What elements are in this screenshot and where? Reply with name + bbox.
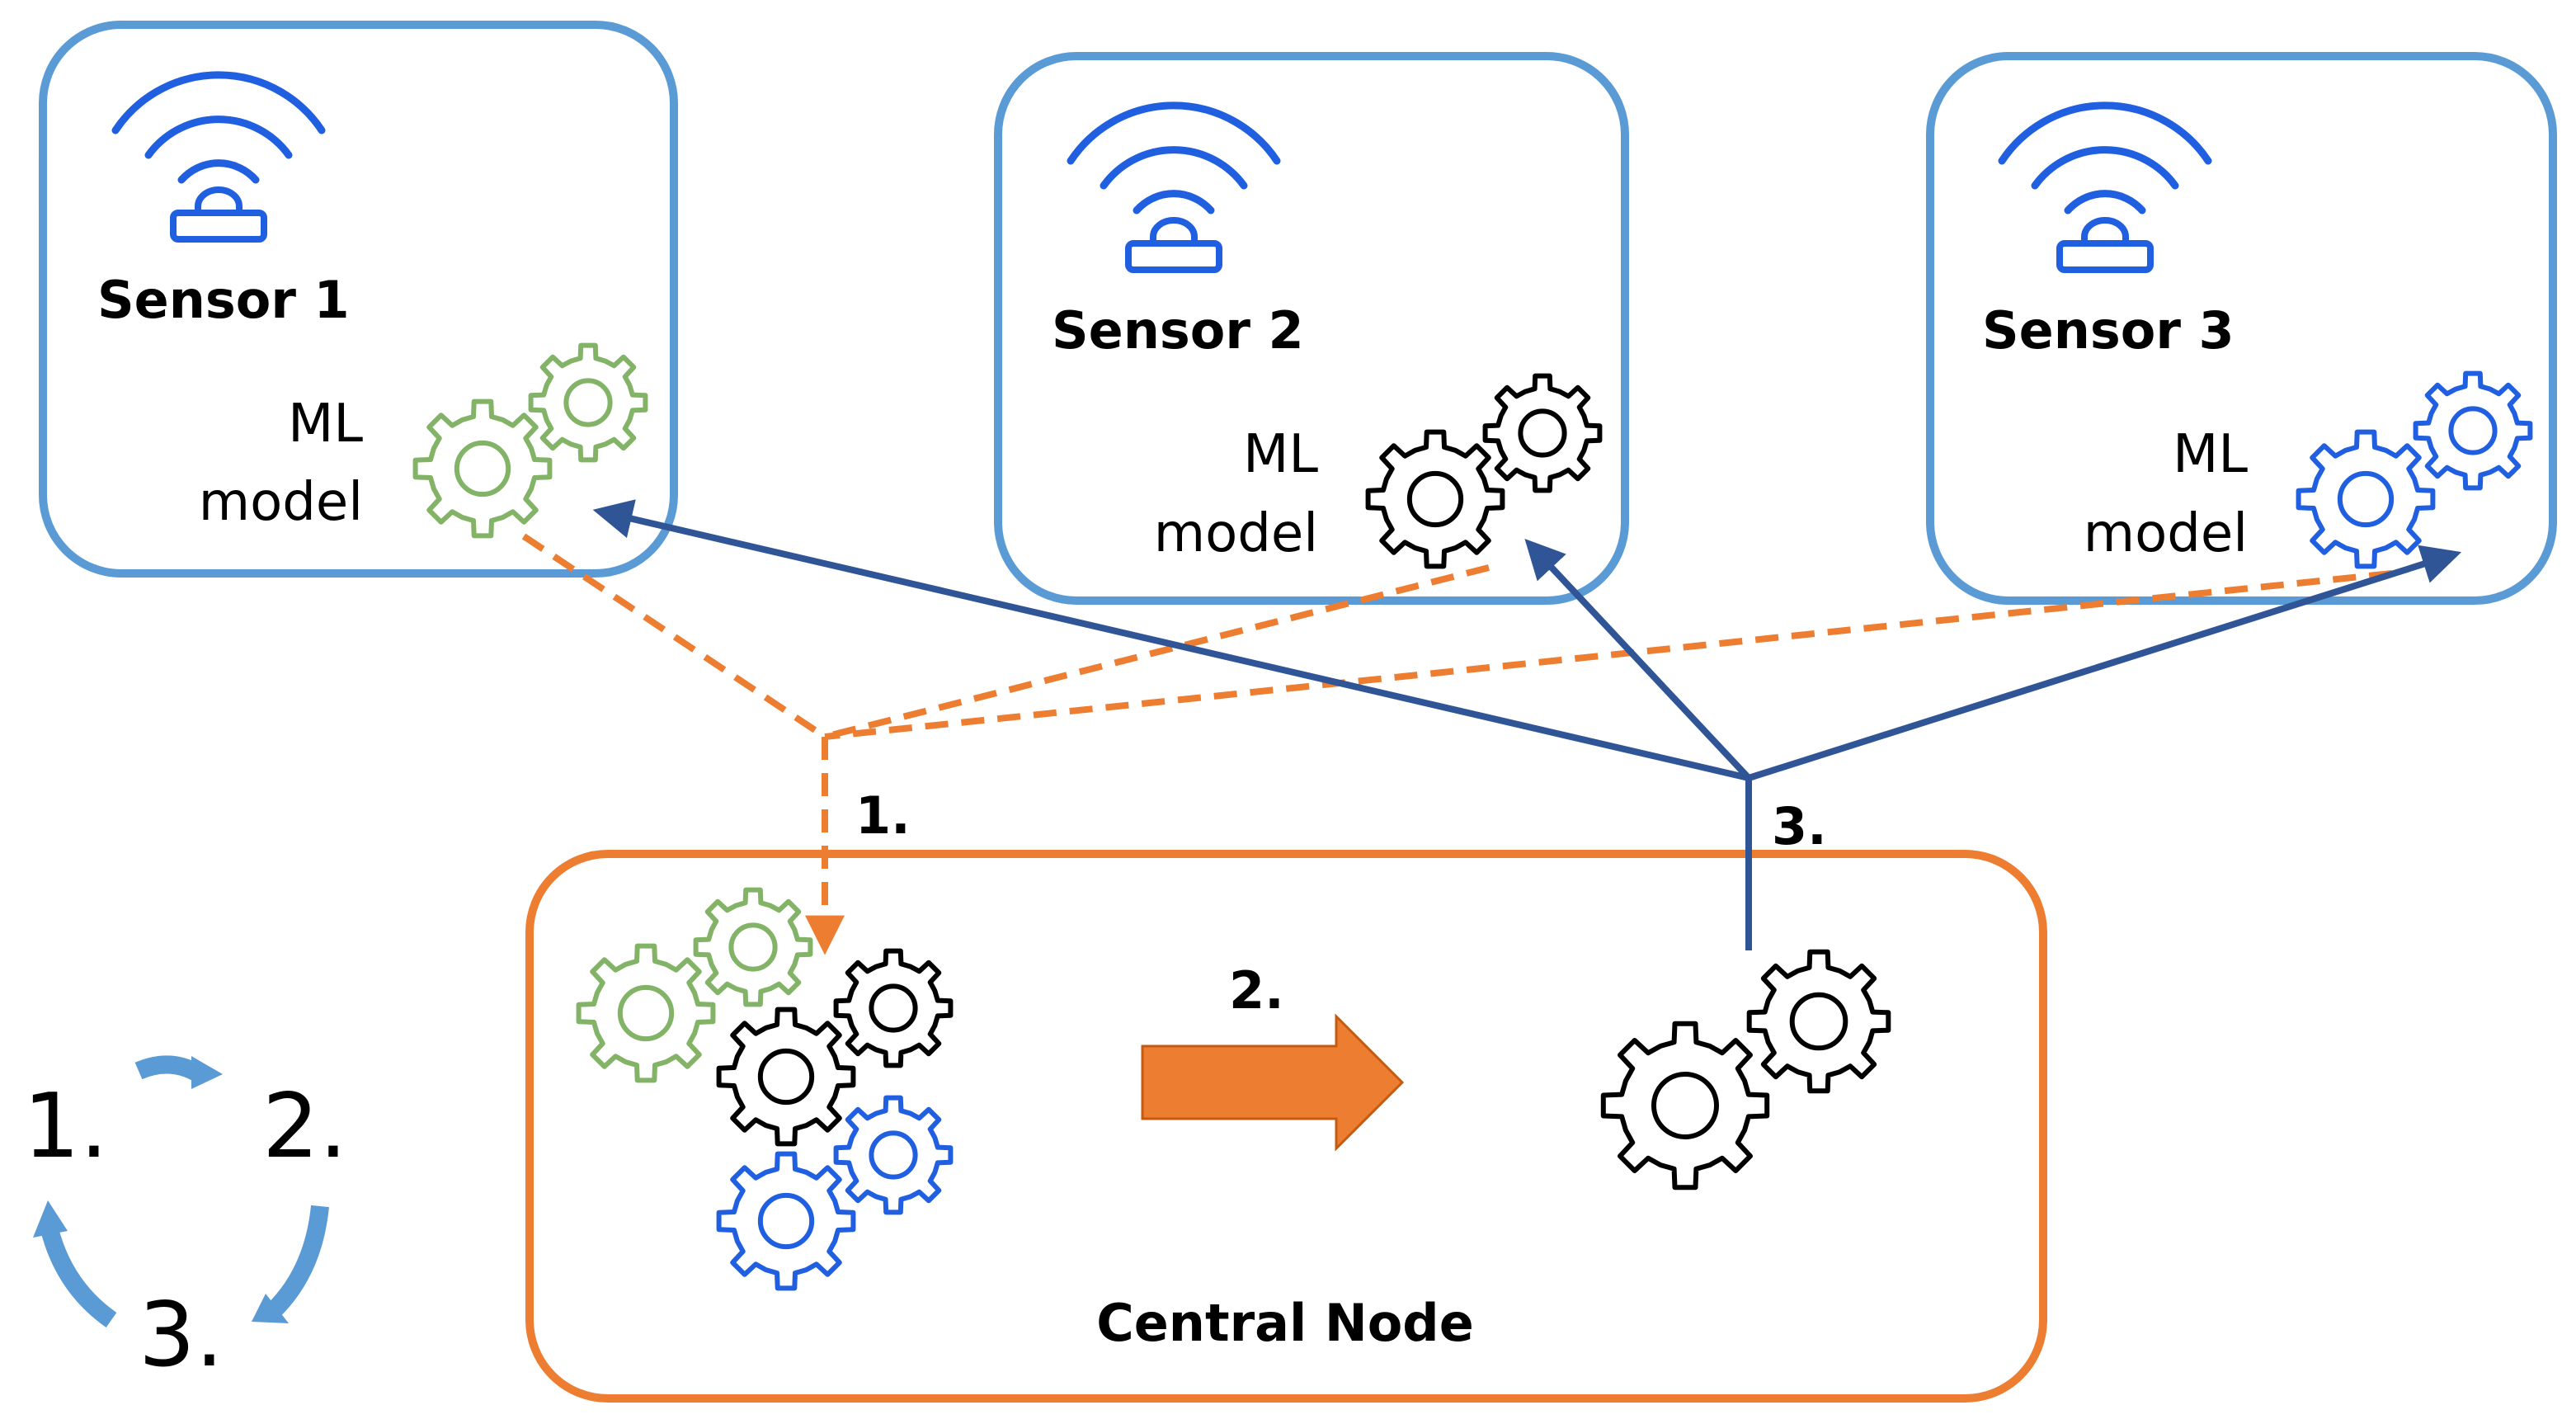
cycle-arrow-icon: [33, 1055, 329, 1328]
gear-hub: [1518, 408, 1567, 458]
gear-hub: [563, 378, 613, 427]
gear-outline: [1600, 1021, 1770, 1191]
sensor-base: [170, 210, 267, 243]
sensor-base: [1125, 240, 1222, 273]
gear-icon: [693, 887, 813, 1007]
sensor-dome: [2081, 217, 2129, 243]
gear-hub: [2337, 470, 2395, 528]
gear-icon: [576, 943, 716, 1083]
sensor-base: [2056, 240, 2154, 273]
gear-outline: [833, 1095, 954, 1215]
wifi-wave: [1133, 190, 1215, 215]
sensor-3-ml-label: ML: [2173, 424, 2248, 485]
block-arrow-icon: [1141, 1013, 1405, 1152]
sensor-2-model-label: model: [1154, 503, 1318, 564]
wifi-wave: [2064, 190, 2146, 215]
sensor-3-model-label: model: [2084, 503, 2248, 564]
gear-outline: [1482, 373, 1603, 493]
wifi-wave: [177, 159, 260, 184]
wifi-wave: [2031, 146, 2179, 190]
wifi-sensor-icon: [1998, 101, 2212, 273]
sensor-1-box: Sensor 1 ML model: [39, 21, 678, 578]
sensor-2-box: Sensor 2 ML model: [994, 52, 1629, 605]
sensor-2-title: Sensor 2: [1052, 300, 1304, 361]
gear-outline: [1365, 429, 1505, 569]
sensor-2-ml-label: ML: [1243, 424, 1318, 485]
gear-hub: [1789, 992, 1848, 1051]
gear-icon: [833, 948, 954, 1068]
gear-outline: [693, 887, 813, 1007]
wifi-wave: [144, 116, 293, 159]
gear-outline: [1746, 949, 1891, 1094]
gear-hub: [1406, 470, 1464, 528]
gear-icon: [1365, 429, 1505, 569]
gear-hub: [869, 1130, 918, 1180]
cycle-step-3: 3.: [139, 1284, 224, 1387]
central-node-title: Central Node: [1096, 1293, 1474, 1353]
sensor-1-title: Sensor 1: [97, 270, 350, 330]
gear-icon: [528, 342, 648, 463]
wifi-wave: [111, 71, 326, 134]
sensor-3-box: Sensor 3 ML model: [1926, 52, 2557, 605]
wifi-wave: [1067, 101, 1281, 165]
upload-connectors: [521, 533, 2393, 955]
gear-icon: [1482, 373, 1603, 493]
broadcast-connectors: [592, 499, 2462, 950]
gear-outline: [2413, 370, 2533, 491]
gear-hub: [757, 1048, 815, 1106]
step-3-label: 3.: [1772, 796, 1827, 856]
gear-outline: [716, 1007, 856, 1147]
gear-icon: [833, 1095, 954, 1215]
wifi-wave: [1998, 101, 2212, 165]
gear-outline: [833, 948, 954, 1068]
sensor-1-ml-label: ML: [288, 394, 363, 455]
gear-icon: [412, 398, 553, 539]
cycle-legend: 1. 2. 3.: [23, 1055, 347, 1387]
gear-icon: [1746, 949, 1891, 1094]
wifi-sensor-icon: [1067, 101, 1281, 273]
step-2-label: 2.: [1229, 960, 1284, 1021]
gear-icon: [2296, 429, 2436, 569]
gear-outline: [2296, 429, 2436, 569]
wifi-sensor-icon: [111, 71, 326, 243]
gear-outline: [528, 342, 648, 463]
cycle-step-2: 2.: [262, 1075, 347, 1178]
wifi-wave: [1100, 146, 1248, 190]
gear-outline: [412, 398, 553, 539]
sensor-1-model-label: model: [199, 472, 363, 533]
gear-hub: [869, 983, 918, 1033]
gear-hub: [1651, 1072, 1719, 1139]
gear-hub: [728, 922, 778, 972]
gear-outline: [576, 943, 716, 1083]
gear-icon: [1600, 1021, 1770, 1191]
gear-hub: [757, 1192, 815, 1250]
gear-hub: [454, 440, 511, 497]
gear-outline: [716, 1151, 856, 1291]
gear-icon: [716, 1151, 856, 1291]
gear-icon: [2413, 370, 2533, 491]
central-node-box: Central Node 2.: [525, 850, 2047, 1403]
sensor-dome: [195, 186, 243, 213]
gear-hub: [2448, 406, 2498, 455]
sensor-dome: [1150, 217, 1198, 243]
step-1-label: 1.: [855, 785, 911, 846]
gear-hub: [617, 984, 675, 1042]
sensor-3-title: Sensor 3: [1982, 300, 2235, 361]
gear-icon: [716, 1007, 856, 1147]
cycle-step-1: 1.: [23, 1075, 108, 1178]
